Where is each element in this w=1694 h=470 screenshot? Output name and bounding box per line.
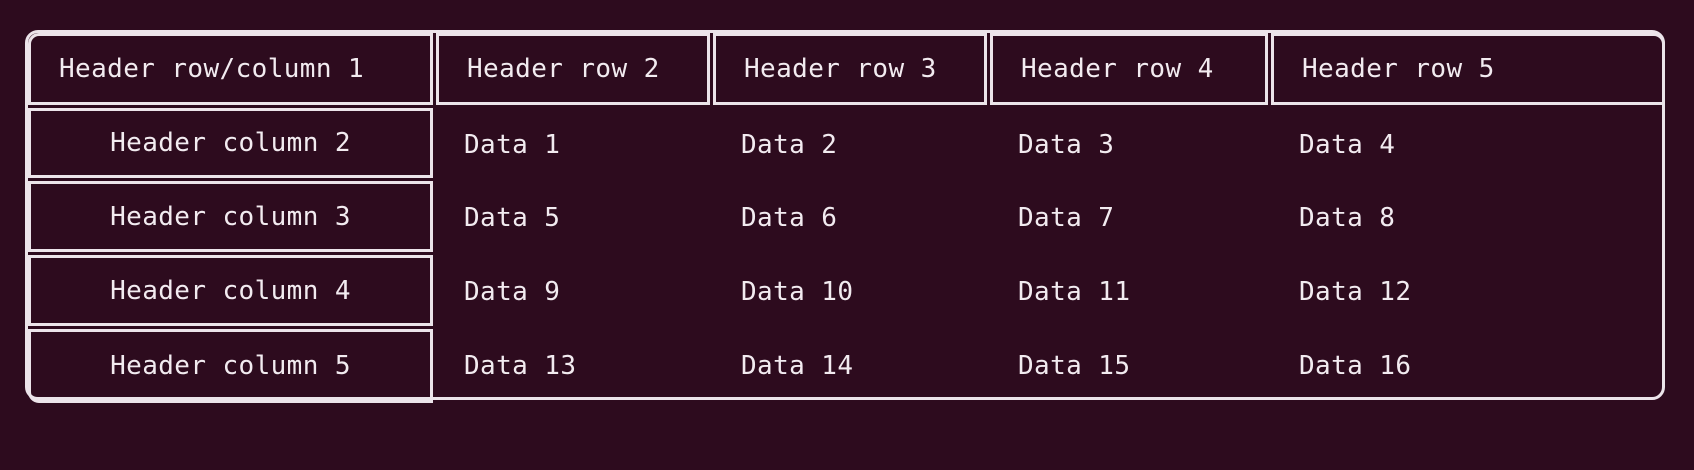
table-cell-r4-c5: Data 16 <box>1271 329 1665 403</box>
cell-value-r1-c5: Data 4 <box>1299 129 1396 160</box>
cell-value-r2-c3: Data 6 <box>741 203 838 233</box>
table-cell-r1-c2: Data 1 <box>436 108 713 181</box>
table-cell-r3-c5: Data 12 <box>1271 255 1665 329</box>
table-cell-r2-c3: Data 6 <box>713 181 990 255</box>
table-cell-r4-c4: Data 15 <box>990 329 1271 403</box>
corner-header-label: Header row/column 1 <box>59 54 365 84</box>
column-header-label-4: Header row 4 <box>1021 54 1214 84</box>
cell-value-r2-c5: Data 8 <box>1299 203 1396 233</box>
column-header-label-2: Header row 2 <box>467 54 660 84</box>
table-cell-r3-c3: Data 10 <box>713 255 990 329</box>
cell-value-r3-c2: Data 9 <box>464 277 561 307</box>
column-header-cell-2: Header row 2 <box>436 33 710 105</box>
cell-value-r2-c2: Data 5 <box>464 203 561 233</box>
column-header-cell-3: Header row 3 <box>713 33 987 105</box>
row-header-cell-4: Header column 4 <box>28 255 433 326</box>
row-header-label-5: Header column 5 <box>110 351 351 381</box>
table-cell-r1-c3: Data 2 <box>713 108 990 181</box>
cell-value-r1-c2: Data 1 <box>464 129 561 160</box>
cell-value-r4-c4: Data 15 <box>1018 351 1131 381</box>
row-header-cell-3: Header column 3 <box>28 181 433 252</box>
table-cell-r1-c5: Data 4 <box>1271 108 1665 181</box>
row-header-cell-5: Header column 5 <box>28 329 433 403</box>
table-cell-r2-c5: Data 8 <box>1271 181 1665 255</box>
table-cell-r1-c4: Data 3 <box>990 108 1271 181</box>
column-header-cell-4: Header row 4 <box>990 33 1268 105</box>
cell-value-r1-c4: Data 3 <box>1018 129 1115 160</box>
column-header-label-5: Header row 5 <box>1302 54 1495 84</box>
row-header-label-3: Header column 3 <box>110 201 351 232</box>
column-header-cell-5: Header row 5 <box>1271 33 1665 105</box>
cell-value-r3-c3: Data 10 <box>741 277 854 307</box>
cell-value-r2-c4: Data 7 <box>1018 203 1115 233</box>
row-header-label-4: Header column 4 <box>110 275 351 306</box>
data-table: Header row/column 1 Header row 2 Header … <box>28 33 1668 403</box>
table-cell-r4-c3: Data 14 <box>713 329 990 403</box>
cell-value-r4-c5: Data 16 <box>1299 351 1412 381</box>
table-cell-r2-c2: Data 5 <box>436 181 713 255</box>
table-cell-r4-c2: Data 13 <box>436 329 713 403</box>
column-header-label-3: Header row 3 <box>744 54 937 84</box>
cell-value-r4-c3: Data 14 <box>741 351 854 381</box>
cell-value-r3-c5: Data 12 <box>1299 277 1412 307</box>
table-frame: Header row/column 1 Header row 2 Header … <box>25 30 1668 403</box>
table-cell-r2-c4: Data 7 <box>990 181 1271 255</box>
cell-value-r3-c4: Data 11 <box>1018 277 1131 307</box>
row-header-cell-2: Header column 2 <box>28 108 433 178</box>
row-header-label-2: Header column 2 <box>110 128 351 158</box>
cell-value-r1-c3: Data 2 <box>741 129 838 160</box>
table-cell-r3-c4: Data 11 <box>990 255 1271 329</box>
cell-value-r4-c2: Data 13 <box>464 351 577 381</box>
table-cell-r3-c2: Data 9 <box>436 255 713 329</box>
table-corner-header-cell: Header row/column 1 <box>28 33 433 105</box>
